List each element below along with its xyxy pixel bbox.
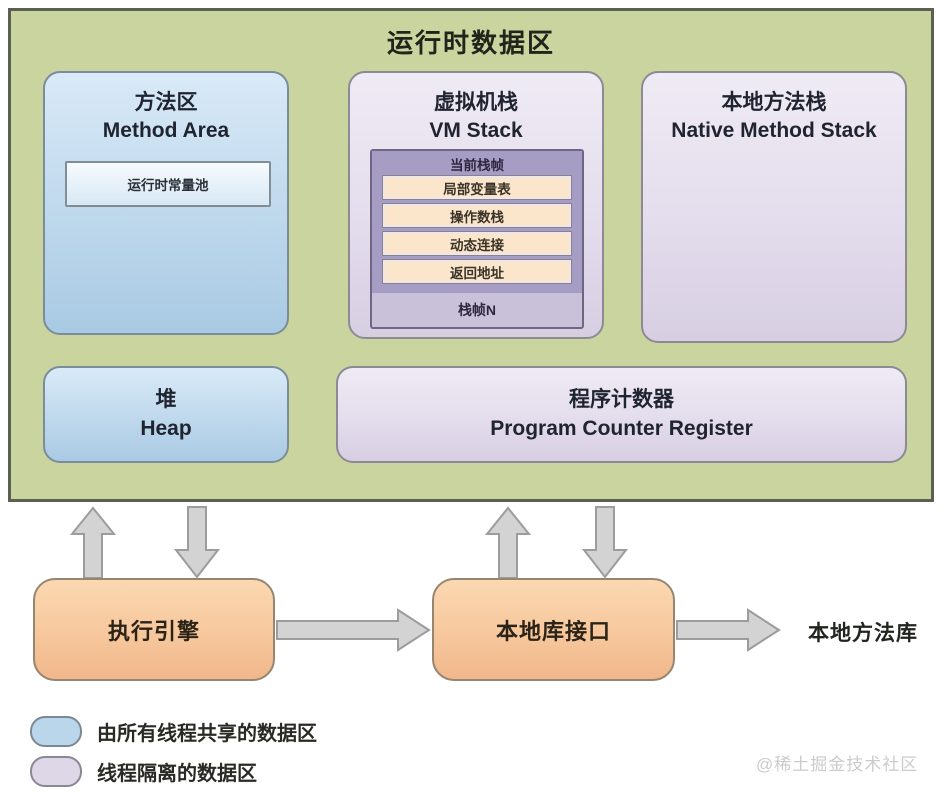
arrow-up-interface-to-runtime-icon — [484, 506, 532, 579]
execution-engine-box: 执行引擎 — [33, 578, 275, 681]
vm-stack-title-en: VM Stack — [429, 119, 523, 143]
local-variable-table-row: 局部变量表 — [382, 175, 572, 200]
native-library-interface-box: 本地库接口 — [432, 578, 675, 681]
runtime-constant-pool-box: 运行时常量池 — [65, 161, 271, 207]
vm-stack-box: 虚拟机栈 VM Stack 当前栈帧 局部变量表 操作数栈 动态连接 返回地址 … — [348, 71, 604, 339]
shared-area-swatch — [30, 716, 82, 747]
heap-box: 堆 Heap — [43, 366, 289, 463]
vm-stack-title-zh: 虚拟机栈 — [434, 91, 518, 114]
watermark: @稀土掘金技术社区 — [756, 755, 919, 774]
isolated-area-label: 线程隔离的数据区 — [97, 763, 257, 785]
runtime-data-area: 运行时数据区 方法区 Method Area 运行时常量池 虚拟机栈 VM St… — [8, 8, 934, 502]
return-address-row: 返回地址 — [382, 259, 572, 284]
arrow-down-runtime-to-interface-icon — [581, 506, 629, 579]
native-method-stack-title: 本地方法栈 Native Method Stack — [643, 73, 905, 146]
arrow-up-engine-to-runtime-icon — [69, 506, 117, 579]
operand-stack-row: 操作数栈 — [382, 203, 572, 228]
arrow-interface-to-library-icon — [676, 607, 782, 653]
pc-register-box: 程序计数器 Program Counter Register — [336, 366, 907, 463]
shared-area-label: 由所有线程共享的数据区 — [97, 723, 317, 745]
arrow-down-runtime-to-engine-icon — [173, 506, 221, 579]
method-area-box: 方法区 Method Area 运行时常量池 — [43, 71, 289, 335]
legend-item-isolated: 线程隔离的数据区 — [30, 756, 317, 787]
current-frame-label: 当前栈帧 — [450, 157, 504, 173]
native-method-stack-box: 本地方法栈 Native Method Stack — [641, 71, 907, 343]
legend: 由所有线程共享的数据区 线程隔离的数据区 — [30, 716, 317, 787]
dynamic-linking-row: 动态连接 — [382, 231, 572, 256]
pc-register-title-zh: 程序计数器 — [569, 388, 674, 412]
pc-register-title-en: Program Counter Register — [490, 416, 753, 440]
current-stack-frame-block: 当前栈帧 局部变量表 操作数栈 动态连接 返回地址 — [372, 151, 582, 293]
arrow-engine-to-interface-icon — [276, 607, 432, 653]
heap-title-en: Heap — [140, 416, 192, 440]
heap-title-zh: 堆 — [155, 388, 177, 412]
native-method-library-label: 本地方法库 — [808, 622, 918, 645]
native-method-stack-title-en: Native Method Stack — [671, 119, 877, 143]
runtime-area-title: 运行时数据区 — [386, 28, 555, 58]
native-method-stack-title-zh: 本地方法栈 — [721, 91, 827, 114]
stack-frame-n-label: 栈帧N — [457, 302, 497, 318]
stack-frames-container: 当前栈帧 局部变量表 操作数栈 动态连接 返回地址 栈帧N — [370, 149, 584, 329]
vm-stack-title: 虚拟机栈 VM Stack — [350, 73, 602, 146]
legend-item-shared: 由所有线程共享的数据区 — [30, 716, 317, 747]
method-area-title-zh: 方法区 — [134, 91, 198, 114]
method-area-title-en: Method Area — [102, 119, 230, 143]
method-area-title: 方法区 Method Area — [45, 73, 287, 146]
isolated-area-swatch — [30, 756, 82, 787]
